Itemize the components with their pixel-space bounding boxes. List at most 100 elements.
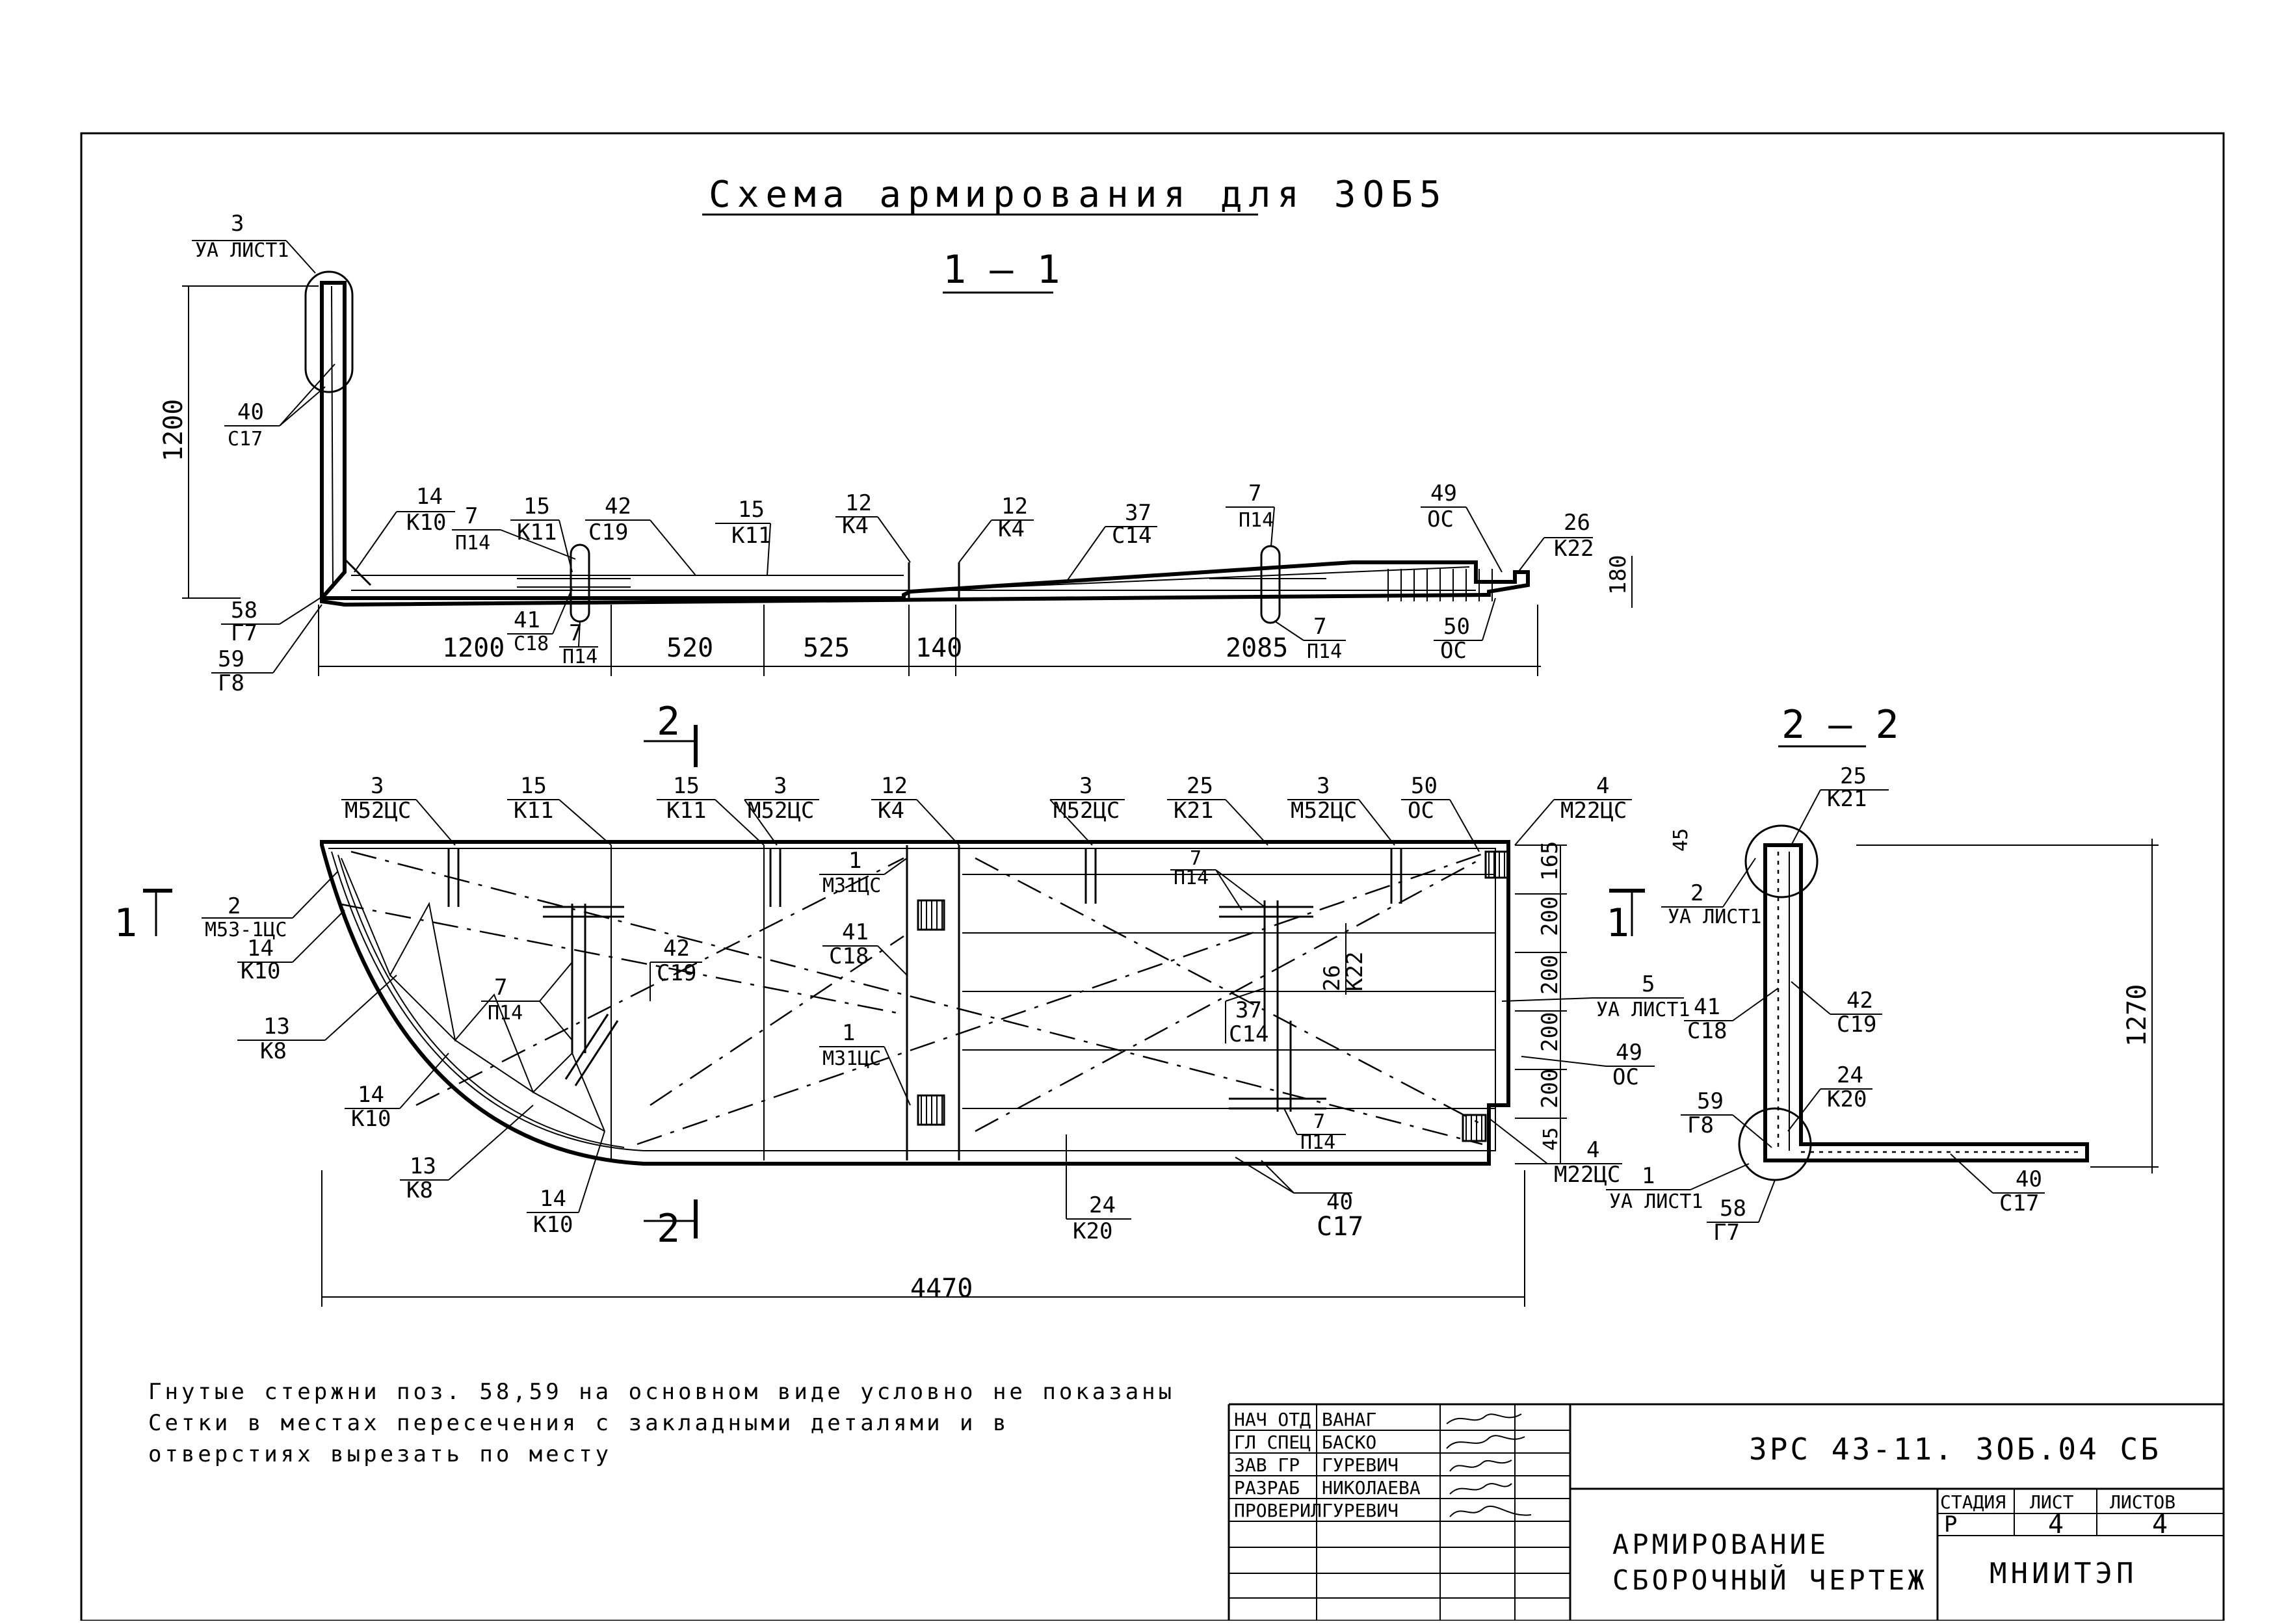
s11-dim-ticks (318, 605, 1538, 676)
tb-name-4: ГУРЕВИЧ (1322, 1500, 1399, 1521)
svg-text:4: 4 (1596, 773, 1609, 799)
svg-text:41: 41 (842, 919, 869, 945)
svg-text:УА ЛИСТ1: УА ЛИСТ1 (1596, 999, 1690, 1021)
svg-text:К8: К8 (260, 1038, 287, 1064)
svg-text:40: 40 (237, 399, 264, 425)
s11-dim-d4: 140 (915, 633, 962, 663)
s11-pin-left (570, 544, 590, 623)
svg-text:К8: К8 (406, 1177, 433, 1203)
svg-text:1: 1 (848, 848, 861, 874)
svg-text:С18: С18 (1687, 1018, 1727, 1044)
tb-sheet-value: 4 (2048, 1510, 2064, 1539)
plan-top-bars (447, 848, 1402, 907)
svg-text:С17: С17 (1317, 1212, 1363, 1242)
cut-mark-bottom: 2 (644, 1199, 698, 1251)
plan-truss (341, 858, 605, 1132)
svg-text:П14: П14 (488, 1002, 523, 1025)
svg-text:УА ЛИСТ1: УА ЛИСТ1 (1609, 1190, 1703, 1213)
svg-text:С17: С17 (228, 428, 263, 451)
svg-text:7: 7 (1313, 614, 1326, 640)
plan-pins (543, 900, 1326, 1112)
svg-text:М52ЦС: М52ЦС (1053, 798, 1120, 824)
svg-text:40: 40 (2016, 1166, 2042, 1192)
svg-text:50: 50 (1443, 614, 1470, 640)
svg-text:Г7: Г7 (1713, 1220, 1740, 1246)
s11-sloped-rebar (968, 566, 1470, 589)
svg-text:49: 49 (1616, 1040, 1642, 1066)
svg-text:15: 15 (673, 773, 700, 799)
s22-callout-top (1744, 824, 1819, 898)
svg-text:12: 12 (845, 490, 872, 516)
svg-text:УА ЛИСТ1: УА ЛИСТ1 (1668, 906, 1762, 928)
svg-text:М52ЦС: М52ЦС (345, 798, 411, 824)
tb-sheets-header: ЛИСТОВ (2110, 1491, 2175, 1513)
svg-text:ОС: ОС (1408, 798, 1434, 824)
svg-text:Г8: Г8 (218, 670, 244, 696)
svg-text:3: 3 (1079, 773, 1092, 799)
section-1-1-title: 1 — 1 (943, 247, 1060, 293)
svg-text:П14: П14 (1307, 640, 1342, 663)
svg-text:К11: К11 (731, 523, 771, 549)
note-line-3: отверстиях вырезать по месту (148, 1441, 612, 1467)
svg-text:П14: П14 (562, 646, 598, 668)
svg-text:14: 14 (540, 1186, 566, 1212)
svg-text:58: 58 (231, 597, 257, 623)
svg-text:3: 3 (231, 211, 244, 237)
svg-text:М31ЦС: М31ЦС (822, 1047, 881, 1070)
svg-text:С18: С18 (514, 633, 549, 655)
svg-text:УА ЛИСТ1: УА ЛИСТ1 (195, 239, 289, 262)
svg-text:14: 14 (247, 936, 274, 962)
tb-name-line-1: АРМИРОВАНИЕ (1612, 1528, 1829, 1560)
plan-dash-lines (337, 850, 1490, 1146)
svg-text:1: 1 (842, 1020, 855, 1046)
s11-corner-bar (343, 558, 372, 586)
s11-dim-d5: 2085 (1226, 633, 1288, 663)
tb-signatures (1446, 1413, 1532, 1517)
svg-text:М52ЦС: М52ЦС (1291, 798, 1357, 824)
plan-dim-r6: 45 (1540, 1127, 1562, 1151)
plan-dim-r2: 200 (1537, 897, 1563, 936)
svg-text:3: 3 (774, 773, 787, 799)
notes: Гнутые стержни поз. 58,59 на основном ви… (148, 1379, 1172, 1467)
svg-text:1: 1 (1606, 900, 1629, 946)
tb-role-3: РАЗРАБ (1234, 1477, 1300, 1499)
plan-dim-r4: 200 (1537, 1012, 1563, 1052)
tb-role-2: ЗАВ ГР (1234, 1454, 1300, 1476)
svg-text:37: 37 (1235, 997, 1262, 1023)
section-2-2-title: 2 — 2 (1781, 702, 1899, 748)
svg-text:К4: К4 (878, 798, 904, 824)
svg-text:42: 42 (1846, 988, 1873, 1014)
svg-text:К10: К10 (351, 1106, 391, 1132)
svg-text:24: 24 (1837, 1062, 1863, 1088)
s11-dim-d2: 520 (666, 633, 713, 663)
svg-text:К21: К21 (1174, 798, 1213, 824)
svg-text:К10: К10 (406, 510, 446, 536)
plan-inner-outline (328, 848, 1496, 1151)
svg-text:ОС: ОС (1612, 1064, 1639, 1090)
